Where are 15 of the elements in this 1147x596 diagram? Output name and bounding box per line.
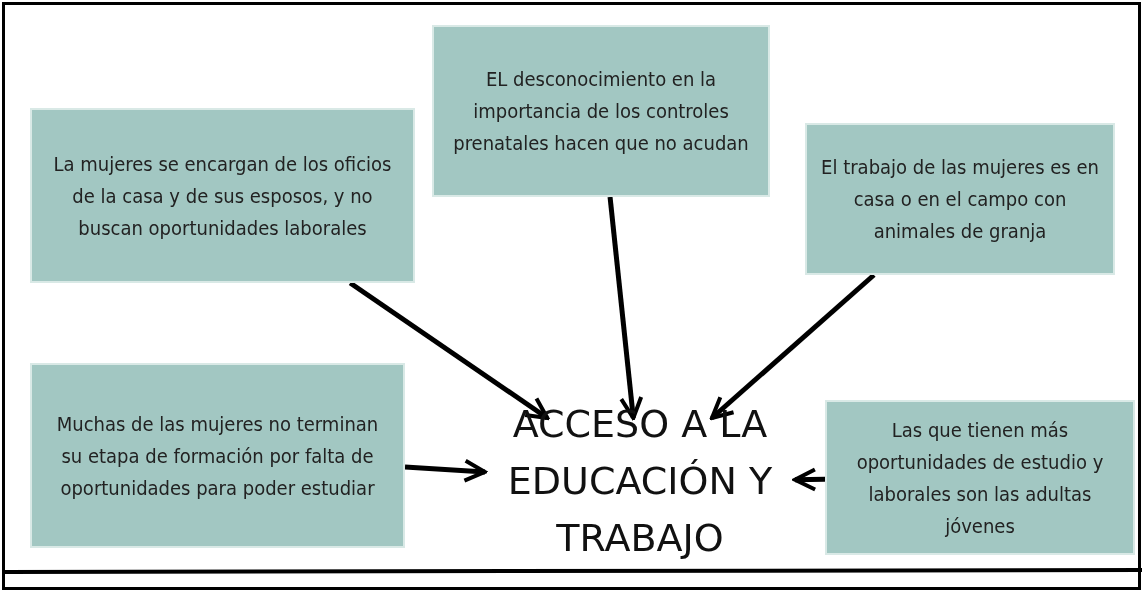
box-text: El trabajo de las mujeres es en casa o en el campo con animales de granja (821, 154, 1099, 245)
text-box (30, 363, 405, 548)
box-text: Las que tienen más oportunidades de estudio y laborales son las adultas jóvenes (855, 416, 1105, 540)
box-text: Muchas de las mujeres no terminan su etapa de formación por falta de oportunidades para poder estudiar (55, 410, 380, 502)
text-box (30, 108, 415, 283)
box-text: EL desconocimiento en la importancia de los controles prenatales hacen que no acudan (452, 66, 750, 157)
arrow (404, 458, 487, 483)
text-box (805, 123, 1115, 275)
box-text: La mujeres se encargan de los oficios de la casa y de sus esposos, y no buscan oportunidades laborales (52, 150, 393, 242)
title-text: ACCESO A LA EDUCACIÓN Y TRABAJO (506, 401, 774, 562)
arrow (607, 196, 644, 420)
arrow (709, 273, 876, 420)
text-box (432, 25, 770, 197)
arrow (793, 467, 826, 492)
text-box (825, 400, 1135, 555)
